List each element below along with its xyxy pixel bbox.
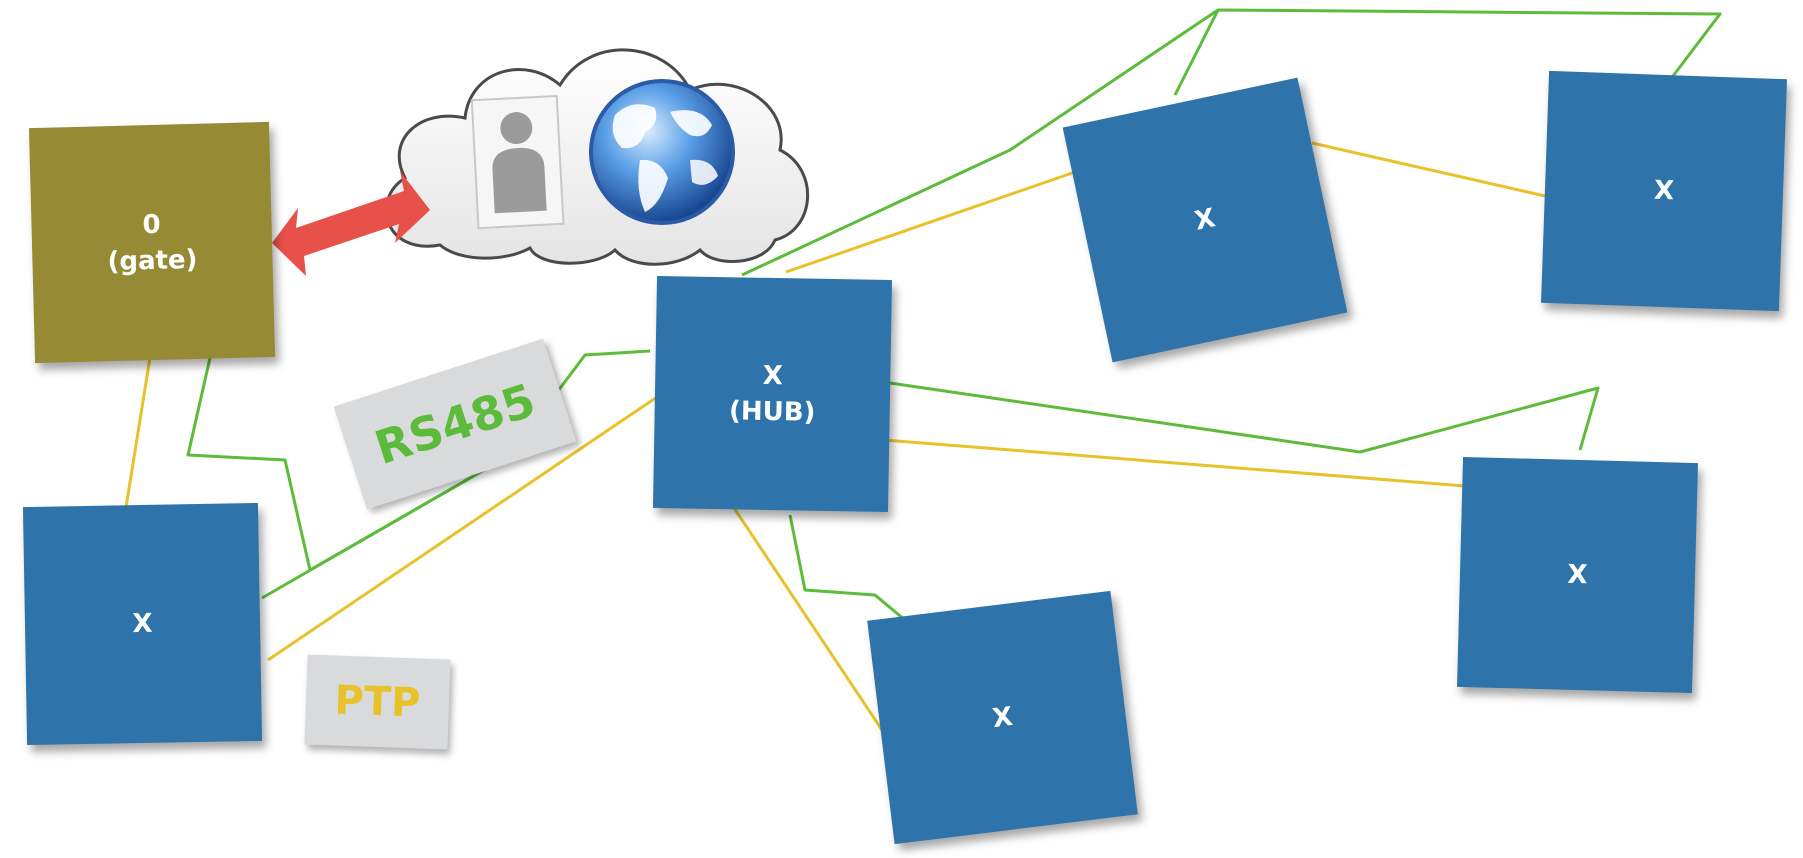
ptp-hub-top <box>785 170 1076 274</box>
bus-hub-to-right <box>889 381 1600 454</box>
ptp-gate-left <box>122 344 154 521</box>
gate-node-id: 0 <box>142 209 161 240</box>
bus-top-center-link <box>1173 9 1220 96</box>
rs485-label-text: RS485 <box>368 372 542 476</box>
node-left[interactable]: X <box>22 502 263 746</box>
ptp-label: PTP <box>304 654 451 750</box>
node-right[interactable]: X <box>1457 456 1698 694</box>
node-top-right[interactable]: X <box>1541 70 1787 312</box>
rs485-bus <box>186 8 1722 622</box>
ptp-top-topright <box>1311 141 1546 198</box>
bus-hub-to-bottom <box>788 514 906 622</box>
ptp-label-text: PTP <box>333 677 422 727</box>
node-bottom[interactable]: X <box>867 590 1138 845</box>
node-top-right-label: X <box>1653 175 1675 207</box>
ptp-hub-right <box>884 438 1466 488</box>
gate-node[interactable]: 0 (gate) <box>28 121 276 364</box>
ptp-left-hub <box>267 393 661 662</box>
hub-node-id: X <box>762 360 784 392</box>
double-arrow-icon <box>272 171 430 276</box>
ptp-hub-bottom <box>730 504 892 743</box>
node-right-label: X <box>1567 559 1588 591</box>
node-left-label: X <box>132 608 153 640</box>
ptp-links <box>122 141 1546 743</box>
node-bottom-label: X <box>990 701 1015 734</box>
globe-icon <box>589 79 735 225</box>
user-icon <box>470 94 565 230</box>
gate-node-role: (gate) <box>107 244 198 277</box>
node-top-center-label: X <box>1192 203 1218 237</box>
hub-node[interactable]: X (HUB) <box>652 275 893 513</box>
hub-node-role: (HUB) <box>728 396 816 428</box>
node-top-center[interactable]: X <box>1062 77 1348 363</box>
